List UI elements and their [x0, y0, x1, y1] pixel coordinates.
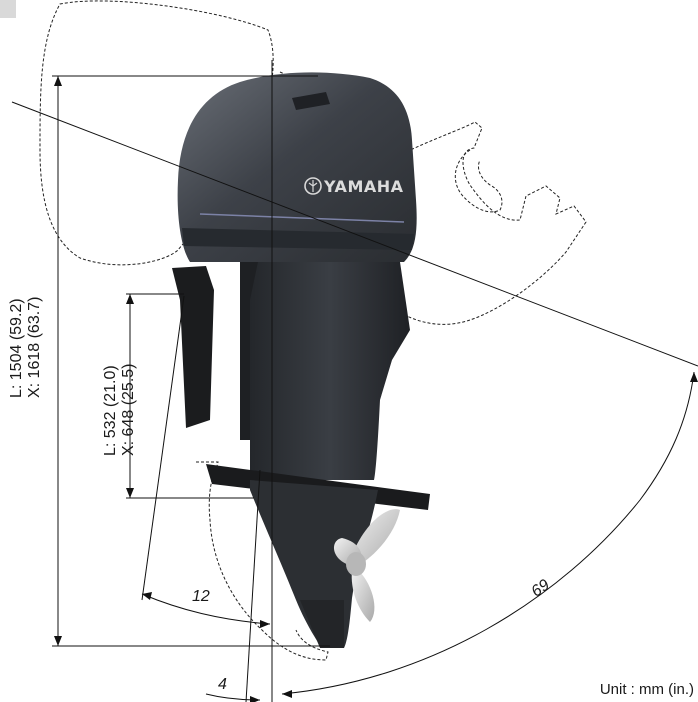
transom-height-label: L: 532 (21.0) X: 648 (25.5)	[102, 364, 138, 457]
overall-height-line2: X: 1618 (63.7)	[26, 296, 43, 398]
offset-angle-label: 4	[218, 676, 227, 693]
unit-label: Unit : mm (in.)	[599, 681, 694, 698]
skeg	[300, 600, 344, 648]
overall-height-label: L: 1504 (59.2) X: 1618 (63.7)	[8, 297, 44, 398]
tilted-outline-skeg	[454, 149, 503, 213]
cowling-stripe	[199, 213, 405, 223]
transom-height-line1: L: 532 (21.0)	[102, 365, 119, 456]
corner-mark	[0, 0, 16, 18]
cowling-lower-band	[182, 228, 414, 250]
arrowheads	[54, 76, 698, 702]
cowling-vent	[292, 92, 330, 110]
tilted-outline-cowling	[39, 0, 274, 266]
overall-height-line1: L: 1504 (59.2)	[8, 298, 25, 398]
transom-height-line2: X: 648 (25.5)	[120, 363, 137, 457]
gearcase	[250, 480, 378, 648]
mounting-bracket	[172, 266, 214, 428]
tilted-outline-leg	[279, 71, 587, 325]
cowling	[177, 72, 417, 262]
brand-logo-text: YAMAHA	[323, 177, 404, 196]
midsection	[250, 262, 410, 480]
propeller	[333, 509, 400, 622]
yamaha-tuning-fork-logo	[304, 177, 322, 195]
trim-angle-label: 12	[192, 588, 210, 605]
dimension-lines	[11, 60, 698, 702]
